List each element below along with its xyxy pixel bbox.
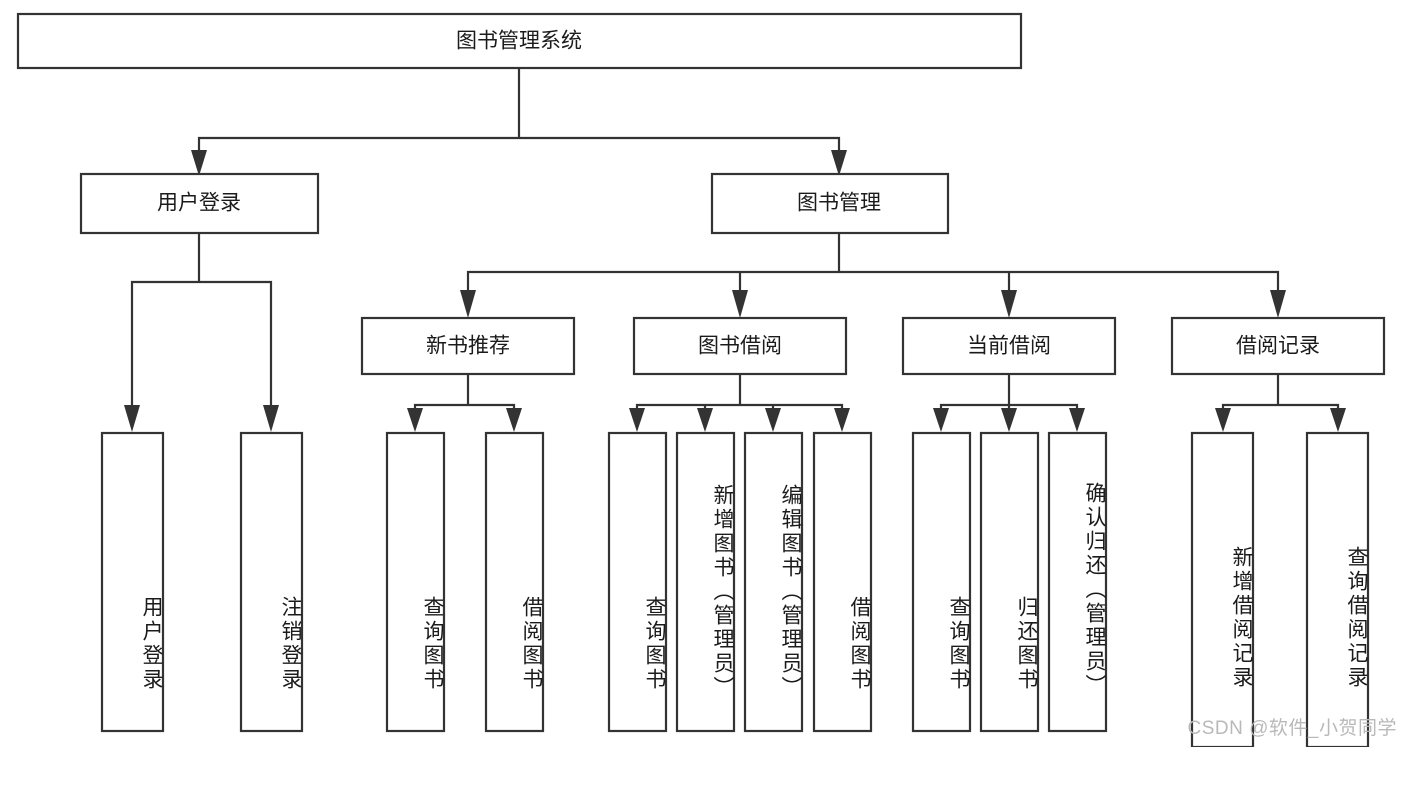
- node-leaf-query-borrow-record-box[interactable]: [1305, 431, 1370, 747]
- connector-new-book-recommend-trunk: [413, 372, 516, 416]
- node-layer: 图书管理系统 用户登录 图书管理 新书推荐 图书借阅 当前借阅 借阅记录: [16, 12, 1386, 747]
- node-user-login-label: 用户登录: [157, 192, 241, 215]
- flowchart-canvas: 图书管理系统 用户登录 图书管理 新书推荐 图书借阅 当前借阅 借阅记录: [16, 12, 1386, 747]
- connector-borrow-record-trunk: [1221, 372, 1340, 416]
- arrowhead-to-new-book-recommend: [460, 290, 476, 318]
- node-leaf-add-book-admin-box[interactable]: [675, 431, 736, 733]
- arrowhead-to-borrow-record: [1270, 290, 1286, 318]
- csdn-watermark: CSDN @软件_小贺同学: [1187, 718, 1397, 739]
- arrowhead-to-leaf-confirm-return-admin: [1069, 408, 1085, 432]
- node-root-box[interactable]: [16, 12, 1023, 70]
- arrowhead-to-leaf-query-book-1: [407, 408, 423, 432]
- node-leaf-logout-login-box[interactable]: [239, 431, 304, 733]
- node-leaf-user-login-box[interactable]: [100, 431, 165, 733]
- flowchart-diagram: 图书管理系统 用户登录 图书管理 新书推荐 图书借阅 当前借阅 借阅记录: [16, 12, 1397, 747]
- node-leaf-borrow-book-2-box[interactable]: [812, 431, 873, 733]
- arrowhead-to-current-borrow: [1001, 290, 1017, 318]
- node-leaf-return-book-box[interactable]: [979, 431, 1040, 733]
- connector-root-trunk: [197, 66, 841, 162]
- arrowhead-to-leaf-borrow-book-2: [834, 408, 850, 432]
- node-leaf-query-book-1-box[interactable]: [385, 431, 446, 733]
- arrowhead-to-leaf-add-borrow-record: [1215, 408, 1231, 432]
- arrowhead-to-book-manage: [831, 150, 847, 176]
- node-new-book-recommend-box[interactable]: [360, 316, 576, 376]
- node-leaf-confirm-return-admin-box[interactable]: [1047, 431, 1108, 733]
- node-root-label: 图书管理系统: [456, 30, 582, 53]
- arrowhead-to-leaf-query-borrow-record: [1330, 408, 1346, 432]
- connector-book-manage-trunk: [466, 231, 1280, 294]
- node-current-borrow-label: 当前借阅: [967, 335, 1051, 358]
- node-leaf-edit-book-admin-box[interactable]: [743, 431, 804, 733]
- connector-user-login-trunk: [130, 231, 273, 407]
- node-leaf-borrow-book-1-box[interactable]: [484, 431, 545, 733]
- node-book-borrow-box[interactable]: [632, 316, 848, 376]
- node-book-manage-label: 图书管理: [797, 192, 881, 215]
- connector-book-borrow-trunk: [635, 372, 844, 416]
- node-leaf-query-book-2-box[interactable]: [607, 431, 668, 733]
- arrowhead-to-book-borrow: [732, 290, 748, 318]
- node-borrow-record-box[interactable]: [1170, 316, 1386, 376]
- node-book-manage-box[interactable]: [710, 172, 950, 235]
- node-user-login-box[interactable]: [79, 172, 320, 235]
- arrowhead-to-leaf-return-book: [1001, 408, 1017, 432]
- arrowhead-to-leaf-edit-book-admin: [765, 408, 781, 432]
- node-leaf-add-borrow-record-box[interactable]: [1190, 431, 1255, 747]
- arrowhead-to-leaf-query-book-2: [629, 408, 645, 432]
- connector-layer: [124, 66, 1346, 432]
- node-leaf-query-book-3-box[interactable]: [911, 431, 972, 733]
- arrowhead-to-leaf-user-login: [124, 405, 140, 432]
- arrowhead-to-leaf-logout-login: [263, 405, 279, 432]
- node-current-borrow-box[interactable]: [901, 316, 1117, 376]
- arrowhead-to-user-login: [191, 150, 207, 176]
- node-new-book-recommend-label: 新书推荐: [426, 335, 510, 358]
- arrowhead-to-leaf-query-book-3: [933, 408, 949, 432]
- arrowhead-to-leaf-add-book-admin: [697, 408, 713, 432]
- node-book-borrow-label: 图书借阅: [698, 335, 782, 358]
- node-borrow-record-label: 借阅记录: [1236, 335, 1320, 358]
- arrowhead-to-leaf-borrow-book-1: [506, 408, 522, 432]
